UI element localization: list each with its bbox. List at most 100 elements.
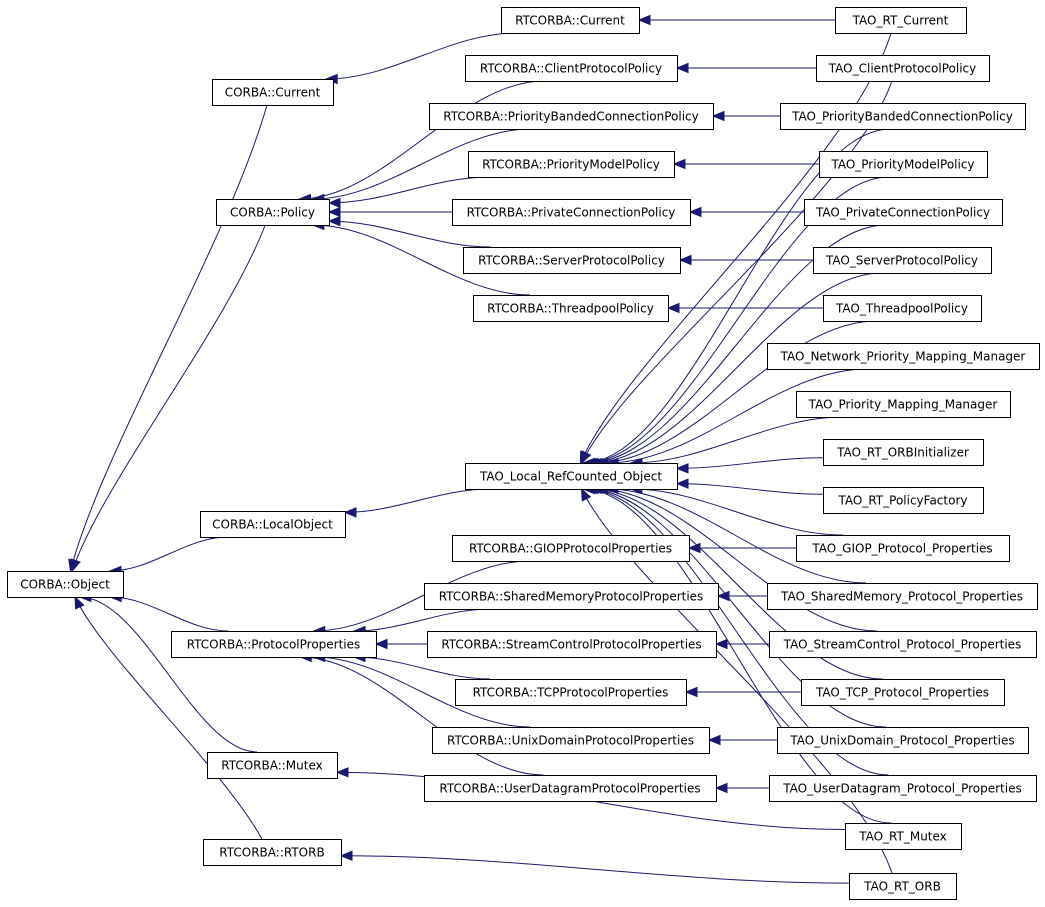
class-node-tao-userdatagram-props[interactable]: TAO_UserDatagram_Protocol_Properties [769,775,1037,802]
class-node-tao-serverprotocol[interactable]: TAO_ServerProtocolPolicy [813,247,992,274]
inheritance-arrowhead [580,450,592,465]
class-node-rt-protocolproperties[interactable]: RTCORBA::ProtocolProperties [171,631,377,658]
class-node-box [777,727,1029,754]
inheritance-edge [71,224,266,572]
class-node-label: RTCORBA::PriorityModelPolicy [482,158,660,172]
inheritance-edge [326,32,517,80]
class-node-tao-rt-orbinitializer[interactable]: TAO_RT_ORBInitializer [823,439,984,466]
class-node-box [463,247,681,274]
inheritance-arrowhead [678,254,692,266]
inheritance-arrowhead [714,782,728,794]
inheritance-arrowhead [707,734,721,746]
class-node-rt-prioritymodel[interactable]: RTCORBA::PriorityModelPolicy [468,151,675,178]
class-node-label: TAO_PriorityModelPolicy [830,158,974,172]
class-node-box [849,873,957,900]
class-node-label: TAO_Priority_Mapping_Manager [808,398,998,412]
class-node-label: TAO_ClientProtocolPolicy [828,62,976,76]
class-node-corba-localobject[interactable]: CORBA::LocalObject [200,511,346,538]
class-node-label: TAO_GIOP_Protocol_Properties [811,542,992,556]
inheritance-edge [299,80,545,200]
class-node-rt-serverprotocol[interactable]: RTCORBA::ServerProtocolPolicy [463,247,681,274]
inheritance-edge [69,104,268,572]
class-node-tao-rt-mutex[interactable]: TAO_RT_Mutex [845,823,962,850]
class-node-rt-clientprotocolpolicy[interactable]: RTCORBA::ClientProtocolPolicy [465,55,678,82]
class-node-label: RTCORBA::GIOPProtocolProperties [469,542,672,556]
class-node-corba-current[interactable]: CORBA::Current [212,79,334,106]
class-node-tao-sharedmemory-props[interactable]: TAO_SharedMemory_Protocol_Properties [767,583,1038,610]
class-node-tao-prioritybanded[interactable]: TAO_PriorityBandedConnectionPolicy [780,103,1026,130]
class-node-label: RTCORBA::TCPProtocolProperties [473,686,669,700]
class-node-box [424,583,719,610]
inheritance-arrowhead [666,302,680,314]
class-node-label: RTCORBA::PriorityBandedConnectionPolicy [443,110,699,124]
class-node-tao-tcp-props[interactable]: TAO_TCP_Protocol_Properties [801,679,1005,706]
class-node-tao-priority-mapping[interactable]: TAO_Priority_Mapping_Manager [796,391,1011,418]
class-node-tao-clientprotocol[interactable]: TAO_ClientProtocolPolicy [816,55,990,82]
class-node-box [796,391,1011,418]
inheritance-edge [328,176,491,204]
class-node-rt-rtorb[interactable]: RTCORBA::RTORB [203,839,342,866]
inheritance-edge [313,656,531,728]
inheritance-edge [596,320,877,464]
inheritance-edge [584,176,890,464]
class-node-rt-tcp[interactable]: RTCORBA::TCPProtocolProperties [455,679,687,706]
class-node-tao-unixdomain-props[interactable]: TAO_UnixDomain_Protocol_Properties [777,727,1029,754]
class-node-rt-streamcontrol[interactable]: RTCORBA::StreamControlProtocolProperties [427,631,717,658]
class-node-box [823,487,984,514]
class-node-tao-local-refcounted[interactable]: TAO_Local_RefCounted_Object [465,463,678,490]
inheritance-edge [590,272,883,464]
class-node-tao-streamcontrol-props[interactable]: TAO_StreamControl_Protocol_Properties [769,631,1037,658]
class-node-rt-threadpool[interactable]: RTCORBA::ThreadpoolPolicy [473,295,669,322]
class-node-box [769,631,1037,658]
class-node-box [501,7,640,34]
class-node-rt-privateconnection[interactable]: RTCORBA::PrivateConnectionPolicy [452,199,691,226]
class-node-rt-current[interactable]: RTCORBA::Current [501,7,640,34]
class-node-label: RTCORBA::ProtocolProperties [187,638,361,652]
class-node-tao-rt-current[interactable]: TAO_RT_Current [835,7,967,34]
class-node-tao-prioritymodel[interactable]: TAO_PriorityModelPolicy [819,151,988,178]
inheritance-arrowhead [580,487,592,502]
class-node-corba-object[interactable]: CORBA::Object [7,571,124,598]
inheritance-arrowhead [327,206,341,218]
class-node-rt-sharedmemory[interactable]: RTCORBA::SharedMemoryProtocolProperties [424,583,719,610]
class-node-box [452,199,691,226]
class-node-label: CORBA::Object [20,578,110,592]
class-node-box [203,839,342,866]
class-node-rt-unixdomain[interactable]: RTCORBA::UnixDomainProtocolProperties [432,727,710,754]
inheritance-arrowhead [675,62,689,74]
inheritance-edge [312,128,531,200]
inheritance-edge [579,32,892,464]
class-node-label: TAO_RT_PolicyFactory [838,494,968,508]
class-node-corba-policy[interactable]: CORBA::Policy [216,199,330,226]
inheritance-arrowhead [684,686,698,698]
class-node-tao-rt-orb[interactable]: TAO_RT_ORB [849,873,957,900]
class-node-rt-prioritybanded[interactable]: RTCORBA::PriorityBandedConnectionPolicy [429,103,714,130]
inheritance-edge [584,488,889,776]
inheritance-edge [328,220,491,248]
class-node-box [424,775,717,802]
class-node-box [465,55,678,82]
class-node-box [452,535,690,562]
class-node-tao-privateconnection[interactable]: TAO_PrivateConnectionPolicy [804,199,1003,226]
class-node-rt-userdatagram[interactable]: RTCORBA::UserDatagramProtocolProperties [424,775,717,802]
class-node-tao-rt-policyfactory[interactable]: TAO_RT_PolicyFactory [823,487,984,514]
class-node-label: RTCORBA::ThreadpoolPolicy [487,302,654,316]
class-node-box [796,535,1010,562]
class-node-box [432,727,710,754]
inheritance-edge [587,488,887,728]
inheritance-edge [79,596,258,753]
inheritance-edge [354,608,491,632]
class-node-label: TAO_SharedMemory_Protocol_Properties [780,590,1023,604]
class-node-label: TAO_Network_Priority_Mapping_Manager [780,350,1026,364]
class-node-tao-network-priority[interactable]: TAO_Network_Priority_Mapping_Manager [767,343,1040,370]
inheritance-arrowhead [637,14,651,26]
class-node-label: RTCORBA::Mutex [221,759,323,773]
class-node-tao-giop-props[interactable]: TAO_GIOP_Protocol_Properties [796,535,1010,562]
class-node-box [767,583,1038,610]
inheritance-edge [587,224,887,464]
class-node-box [207,752,338,779]
class-node-label: TAO_RT_ORB [863,880,941,894]
class-node-rt-mutex[interactable]: RTCORBA::Mutex [207,752,338,779]
class-node-rt-giop[interactable]: RTCORBA::GIOPProtocolProperties [452,535,690,562]
class-node-tao-threadpool[interactable]: TAO_ThreadpoolPolicy [823,295,982,322]
